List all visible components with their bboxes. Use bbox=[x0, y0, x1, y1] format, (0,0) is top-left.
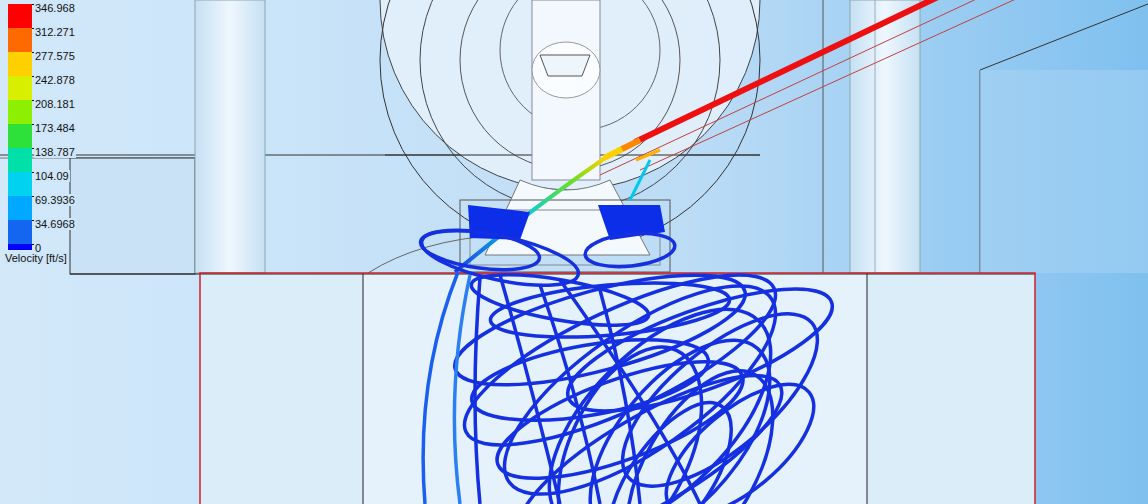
legend-entry: 312.271 bbox=[34, 22, 76, 40]
scale-value: 104.09 bbox=[34, 170, 70, 182]
color-swatch bbox=[8, 172, 32, 196]
legend-entry: 173.484 bbox=[34, 118, 76, 136]
color-swatch bbox=[8, 196, 32, 220]
legend-entry: 34.6968 bbox=[34, 214, 76, 232]
legend-entry: 242.878 bbox=[34, 70, 76, 88]
legend-entry: 346.968 bbox=[34, 0, 76, 16]
scale-value: 277.575 bbox=[34, 50, 76, 62]
color-swatch bbox=[8, 124, 32, 148]
legend-entry: 208.181 bbox=[34, 94, 76, 112]
legend-entry: 69.3936 bbox=[34, 190, 76, 208]
scale-value: 138.787 bbox=[34, 146, 76, 158]
color-swatch bbox=[8, 28, 32, 52]
scale-value: 208.181 bbox=[34, 98, 76, 110]
scale-value: 34.6968 bbox=[34, 218, 76, 230]
legend-entry: 104.09 bbox=[34, 166, 70, 184]
color-swatch bbox=[8, 148, 32, 172]
color-swatch bbox=[8, 100, 32, 124]
legend-entry: 277.575 bbox=[34, 46, 76, 64]
scale-value: 69.3936 bbox=[34, 194, 76, 206]
color-swatch bbox=[8, 4, 32, 28]
color-swatch bbox=[8, 220, 32, 244]
scale-value: 173.484 bbox=[34, 122, 76, 134]
legend-entry: 138.787 bbox=[34, 142, 76, 160]
scale-value: 312.271 bbox=[34, 26, 76, 38]
color-swatch bbox=[8, 76, 32, 100]
color-swatch bbox=[8, 52, 32, 76]
scale-value: 242.878 bbox=[34, 74, 76, 86]
scale-value: 346.968 bbox=[34, 2, 76, 14]
color-swatch bbox=[8, 244, 32, 250]
scale-title: Velocity [ft/s] bbox=[4, 252, 68, 264]
